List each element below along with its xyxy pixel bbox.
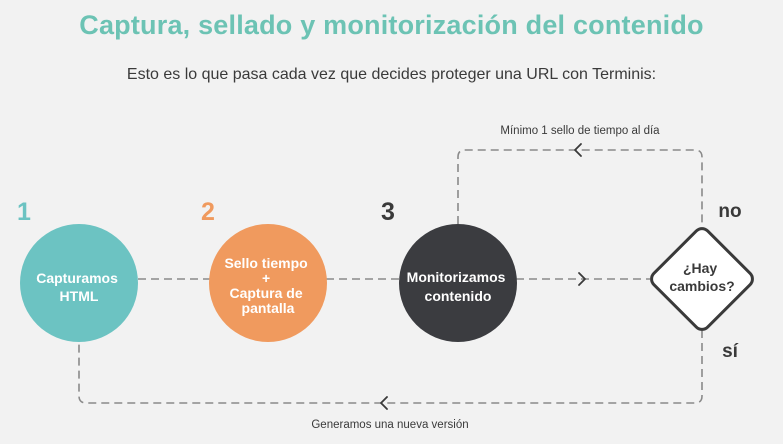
top-loop-line [457, 149, 703, 230]
step-1-label-line: HTML [60, 288, 99, 304]
arrow-left-icon [574, 143, 582, 157]
top-loop-label: Mínimo 1 sello de tiempo al día [500, 125, 660, 137]
step-2-label-line: Sello tiempo [224, 255, 307, 271]
step-3-label-line: contenido [425, 288, 492, 304]
step-3-circle [399, 224, 517, 342]
step-1-circle [20, 224, 138, 342]
page-title: Captura, sellado y monitorización del co… [79, 10, 704, 40]
decision-yes-label: sí [722, 341, 739, 362]
arrow-left-icon [380, 396, 388, 410]
decision-no-label: no [718, 201, 741, 222]
decision-label-line: cambios? [669, 278, 734, 294]
svg-text:¿Hay cambios?: ¿Hay cambios? [669, 260, 734, 294]
step-2-number: 2 [201, 198, 215, 226]
decision-diamond [650, 227, 754, 331]
decision-label-line: ¿Hay [683, 260, 717, 276]
step-2-label-line: + [262, 270, 270, 286]
svg-text:Capturamos HTML: Capturamos HTML [36, 270, 122, 304]
step-2-circle [209, 224, 327, 342]
step-1-label-line: Capturamos [36, 270, 118, 286]
step-2-label-line: pantalla [242, 300, 295, 316]
svg-text:Monitorizamos contenido: Monitorizamos contenido [407, 269, 510, 304]
svg-text:Sello tiempo + Captura: Sello tiempo + Captura de pantalla [224, 255, 311, 316]
bottom-loop-line [78, 330, 703, 404]
arrow-right-icon [578, 272, 586, 286]
bottom-loop-label: Generamos una nueva versión [311, 419, 468, 431]
step-3-label-line: Monitorizamos [407, 269, 506, 285]
step-3-number: 3 [381, 198, 395, 226]
step-1-number: 1 [17, 198, 31, 226]
step-2-label-line: Captura de [229, 285, 302, 301]
page-subtitle: Esto es lo que pasa cada vez que decides… [126, 66, 657, 83]
